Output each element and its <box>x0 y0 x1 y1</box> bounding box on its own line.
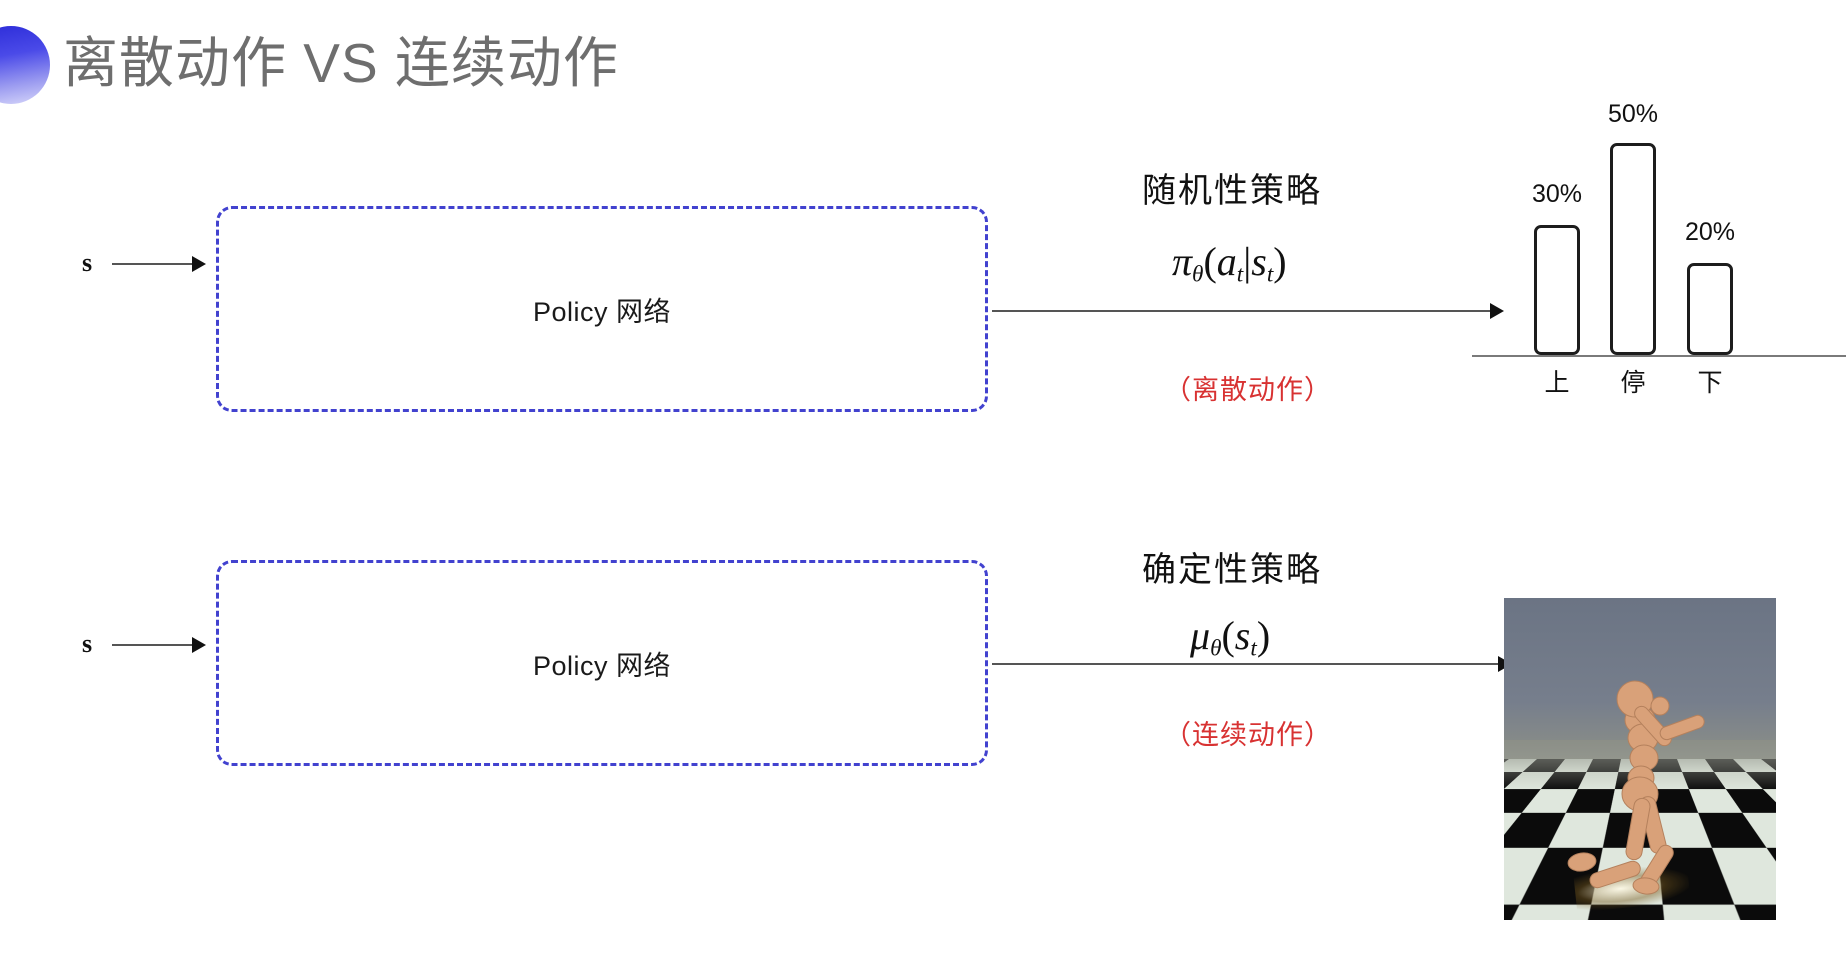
output-arrow-line-discrete <box>992 310 1494 312</box>
formula-a-sub: t <box>1236 261 1244 288</box>
formula-s: s <box>1251 239 1267 284</box>
chart-baseline-axis <box>1472 355 1846 357</box>
bar-rect-0[interactable] <box>1534 225 1580 355</box>
formula-conditional-bar: | <box>1243 239 1252 284</box>
row-discrete-action: s Policy 网络 随机性策略 πθ(at|st) （离散动作） 30% 上… <box>82 95 1846 412</box>
policy-network-label-discrete: Policy 网络 <box>532 296 672 327</box>
bar-rect-1[interactable] <box>1610 143 1656 355</box>
formula-a: a <box>1216 239 1237 284</box>
continuous-action-note: （连续动作） <box>1164 720 1332 750</box>
policy-network-box-continuous[interactable]: Policy 网络 <box>216 560 988 766</box>
formula-open-paren-2: ( <box>1221 613 1235 658</box>
formula-theta-sub-2: θ <box>1210 635 1222 662</box>
humanoid-simulation-image <box>1504 598 1776 920</box>
formula-theta-sub: θ <box>1192 261 1204 288</box>
output-arrow-line-continuous <box>992 663 1502 665</box>
page-title: 离散动作 VS 连续动作 <box>63 32 619 94</box>
policy-network-label-continuous: Policy 网络 <box>532 650 672 681</box>
formula-s-2: s <box>1234 613 1251 658</box>
formula-mu: μ <box>1190 613 1211 658</box>
output-arrow-head-discrete <box>1490 303 1504 319</box>
formula-close-paren: ) <box>1273 239 1287 284</box>
input-state-label-discrete: s <box>82 248 93 277</box>
input-arrow-head-continuous <box>192 637 206 653</box>
input-arrow-line-continuous <box>112 644 194 646</box>
policy-network-box-discrete[interactable]: Policy 网络 <box>216 206 988 412</box>
bar-value-0: 30% <box>1531 180 1583 208</box>
formula-close-paren-2: ) <box>1256 613 1271 658</box>
bar-group-0: 30% 上 <box>1532 180 1582 397</box>
stochastic-policy-title: 随机性策略 <box>1142 172 1322 210</box>
discrete-action-note: （离散动作） <box>1164 375 1332 405</box>
input-arrow-head-discrete <box>192 256 206 272</box>
stochastic-policy-formula: πθ(at|st) <box>1172 238 1287 288</box>
row-continuous-action: s Policy 网络 确定性策略 μθ(st) （连续动作） <box>0 450 1846 966</box>
bar-group-2: 20% 下 <box>1685 218 1735 397</box>
formula-s-sub-2: t <box>1250 635 1257 662</box>
humanoid-robot-figure <box>1567 680 1705 895</box>
action-probability-bar-chart: 30% 上 50% 停 20% 下 <box>1472 95 1846 397</box>
bar-value-1: 50% <box>1607 100 1659 128</box>
formula-open-paren: ( <box>1203 239 1217 284</box>
formula-s-sub: t <box>1266 261 1274 288</box>
bar-group-1: 50% 停 <box>1608 100 1658 397</box>
formula-pi: π <box>1172 239 1193 284</box>
bar-value-2: 20% <box>1684 218 1736 246</box>
deterministic-policy-formula: μθ(st) <box>1190 612 1270 662</box>
input-arrow-line-discrete <box>112 263 194 265</box>
bar-category-0: 上 <box>1544 369 1570 397</box>
input-state-label-continuous: s <box>82 629 93 658</box>
bar-category-2: 下 <box>1697 369 1723 397</box>
bar-category-1: 停 <box>1620 369 1646 397</box>
bar-rect-2[interactable] <box>1687 263 1733 355</box>
deterministic-policy-title: 确定性策略 <box>1142 551 1322 589</box>
